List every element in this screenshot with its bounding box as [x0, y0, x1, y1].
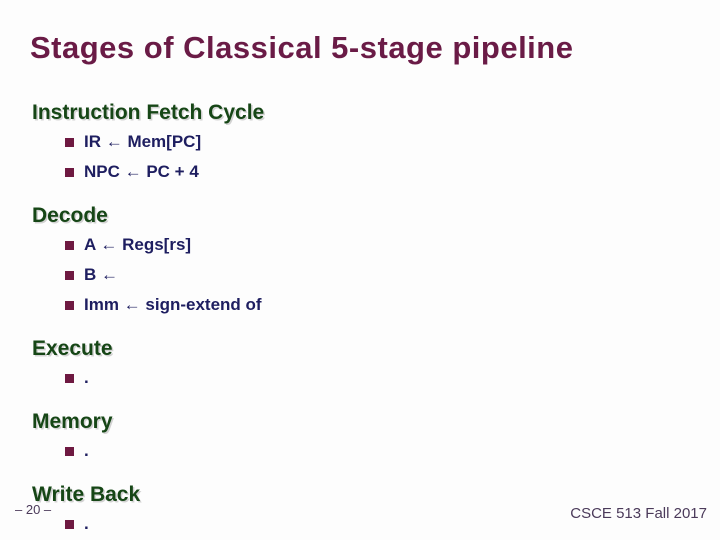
- slide-content: Instruction Fetch Cycle IR ← Mem[PC] NPC…: [32, 99, 720, 539]
- bullet-text: .: [84, 441, 89, 460]
- section-instruction-fetch: Instruction Fetch Cycle IR ← Mem[PC] NPC…: [32, 99, 720, 187]
- list-item: B ←: [32, 260, 720, 290]
- bullet-text: .: [84, 368, 89, 387]
- section-memory: Memory .: [32, 408, 720, 466]
- bullet-text: .: [84, 514, 89, 533]
- section-heading: Execute: [32, 337, 113, 360]
- bullet-text: NPC ← PC + 4: [84, 162, 199, 181]
- list-item: .: [32, 363, 720, 393]
- bullet-square-icon: [65, 519, 74, 529]
- bullet-text: A ← Regs[rs]: [84, 235, 192, 254]
- list-item: IR ← Mem[PC]: [32, 127, 720, 157]
- bullet-square-icon: [65, 137, 74, 147]
- bullet-square-icon: [65, 373, 74, 383]
- bullet-square-icon: [65, 167, 74, 177]
- section-decode: Decode A ← Regs[rs] B ← Imm ← sign-exten…: [32, 202, 720, 320]
- section-heading: Write Back: [32, 483, 141, 506]
- bullet-square-icon: [65, 300, 74, 310]
- bullet-text: Imm ← sign-extend of: [84, 295, 262, 314]
- bullet-square-icon: [65, 446, 74, 456]
- bullet-text: B ←: [84, 265, 118, 284]
- page-number: – 20 –: [15, 502, 52, 517]
- section-heading: Memory: [32, 410, 113, 433]
- list-item: .: [32, 436, 720, 466]
- list-item: .: [32, 509, 720, 539]
- section-write-back: Write Back .: [32, 481, 720, 539]
- section-execute: Execute .: [32, 335, 720, 393]
- section-heading: Instruction Fetch Cycle: [32, 101, 265, 124]
- course-label: CSCE 513 Fall 2017: [570, 505, 707, 522]
- list-item: NPC ← PC + 4: [32, 157, 720, 187]
- bullet-square-icon: [65, 270, 74, 280]
- bullet-text: IR ← Mem[PC]: [84, 132, 202, 151]
- section-heading: Decode: [32, 204, 108, 227]
- bullet-square-icon: [65, 240, 74, 250]
- list-item: A ← Regs[rs]: [32, 230, 720, 260]
- list-item: Imm ← sign-extend of: [32, 290, 720, 320]
- slide-title: Stages of Classical 5-stage pipeline: [30, 30, 574, 65]
